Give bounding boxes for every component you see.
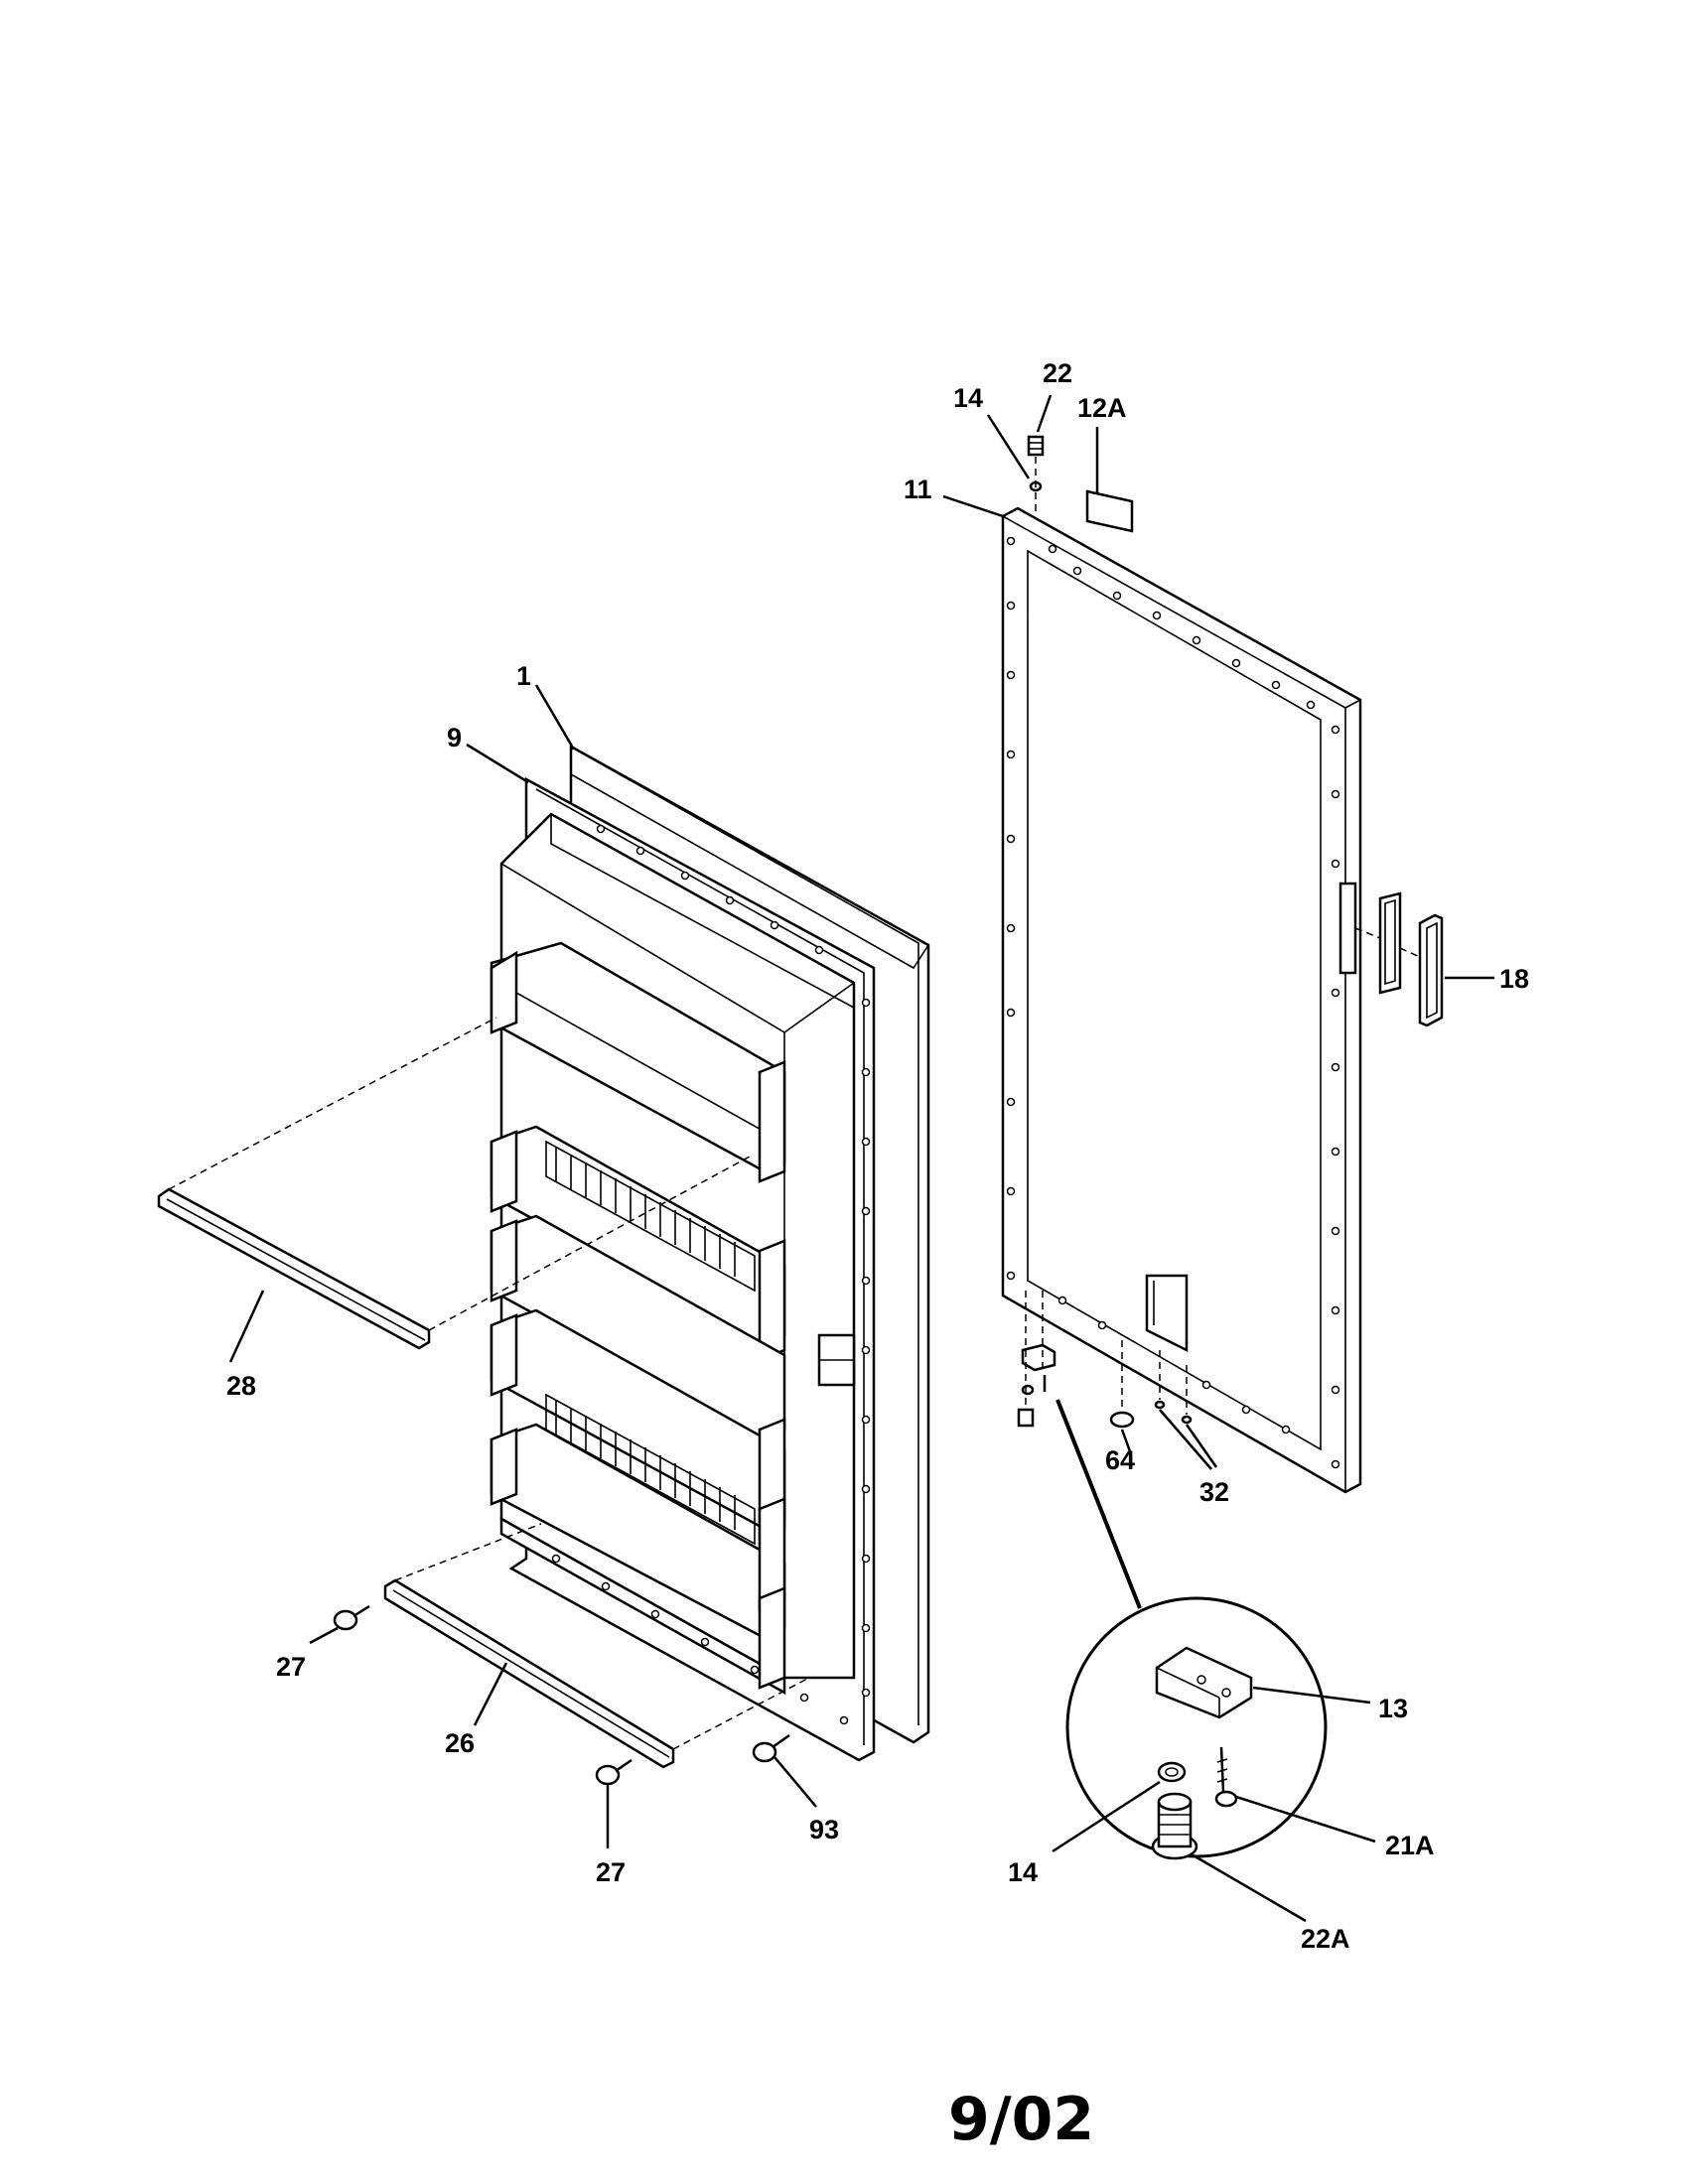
top-hinge-parts (942, 394, 1099, 518)
label-part-21a: 21A (1385, 1831, 1435, 1860)
label-part-11: 11 (904, 475, 932, 504)
label-part-13: 13 (1378, 1694, 1408, 1723)
label-part-1: 1 (516, 661, 531, 691)
screw-27-bottom (595, 1758, 633, 1848)
label-part-64: 64 (1105, 1445, 1135, 1475)
shelf-bar-28 (157, 1017, 751, 1363)
screw-27-top (309, 1604, 370, 1645)
label-part-32: 32 (1199, 1477, 1229, 1507)
door-liner-assembly (490, 744, 930, 1762)
bottom-hinge-parts (1017, 1291, 1218, 1470)
shelf-rack-lower (545, 1393, 756, 1546)
shelf-bottom (499, 1516, 786, 1696)
panel-screw-holes (1006, 536, 1340, 1469)
label-part-28: 28 (226, 1371, 256, 1401)
date-code: 9/02 (948, 2085, 1094, 2154)
label-part-27-upper: 27 (276, 1652, 306, 1682)
leader-9 (466, 743, 529, 784)
shelf-top (490, 941, 786, 1183)
label-part-18: 18 (1499, 964, 1529, 994)
label-part-14-top: 14 (953, 383, 983, 413)
shelf-rack-upper (545, 1140, 756, 1293)
screw-93 (752, 1733, 817, 1808)
door-screw-holes (551, 824, 871, 1725)
detail-bushing-22a (1151, 1792, 1307, 1923)
label-part-14-detail: 14 (1008, 1857, 1038, 1887)
label-part-22a: 22A (1301, 1924, 1350, 1954)
label-part-22: 22 (1043, 358, 1072, 388)
label-part-27-lower: 27 (596, 1857, 626, 1887)
detail-screw-21a (1214, 1746, 1376, 1843)
label-part-9: 9 (447, 723, 462, 752)
handle-18 (1354, 891, 1494, 1027)
label-part-26: 26 (445, 1728, 475, 1758)
bottom-bar-26 (383, 1523, 810, 1769)
outer-door-panel-11 (1001, 489, 1362, 1494)
label-part-12a: 12A (1077, 393, 1127, 423)
leader-1 (534, 684, 576, 751)
label-part-93: 93 (809, 1815, 839, 1844)
shelf-second (490, 1125, 786, 1362)
detail-callout (1052, 1399, 1376, 1923)
